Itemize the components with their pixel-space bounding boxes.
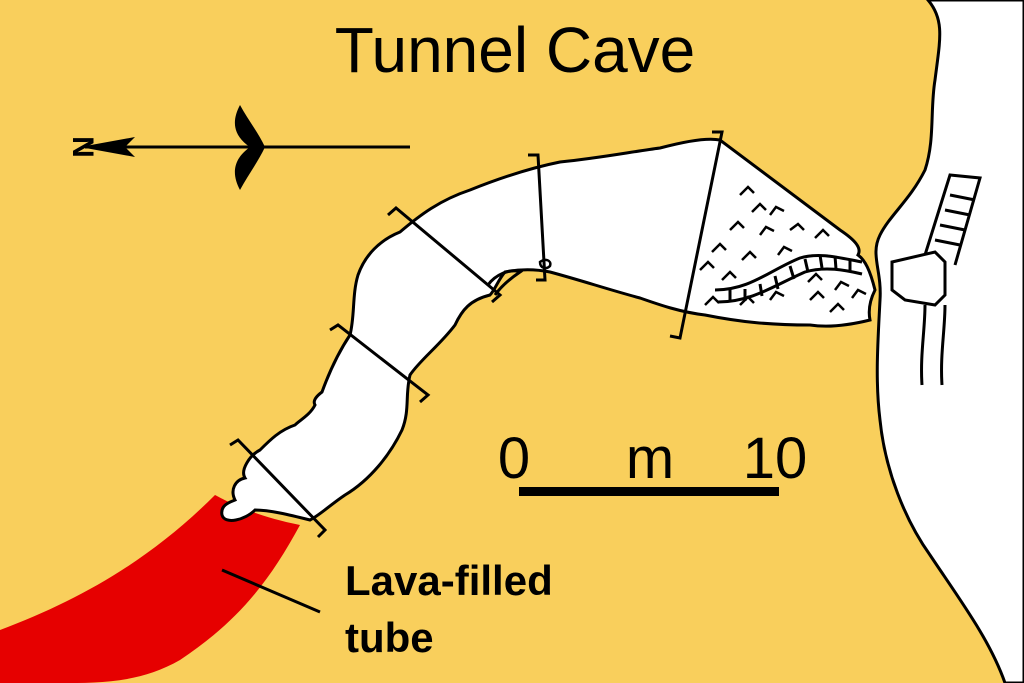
cross-section-1 — [229, 438, 328, 539]
cross-section-5 — [669, 130, 724, 340]
cross-sections — [229, 130, 724, 539]
north-arrow-fletching-icon — [234, 105, 265, 190]
north-arrow-head-icon — [80, 137, 135, 157]
map-title: Tunnel Cave — [335, 14, 696, 86]
cross-section-4 — [528, 153, 547, 282]
passage-notch — [486, 269, 524, 296]
cross-section-3 — [387, 206, 503, 304]
scale-unit: m — [626, 426, 674, 491]
north-letter: N — [66, 136, 99, 158]
lava-filled-tube — [0, 495, 300, 683]
annotation-line1: Lava-filled — [345, 557, 553, 604]
trail — [714, 253, 863, 304]
scale-end: 10 — [743, 426, 808, 491]
annotation-line2: tube — [345, 614, 434, 661]
north-arrow: N — [66, 105, 410, 190]
cave-passage — [220, 137, 877, 522]
scale-bar: 0 m 10 — [498, 426, 807, 496]
scale-start: 0 — [498, 426, 530, 491]
scale-bar-line — [519, 487, 779, 496]
entrance-steps — [890, 173, 982, 386]
surface-area — [874, 0, 1024, 683]
annotation-leader — [221, 568, 321, 614]
cross-section-2 — [329, 323, 431, 404]
